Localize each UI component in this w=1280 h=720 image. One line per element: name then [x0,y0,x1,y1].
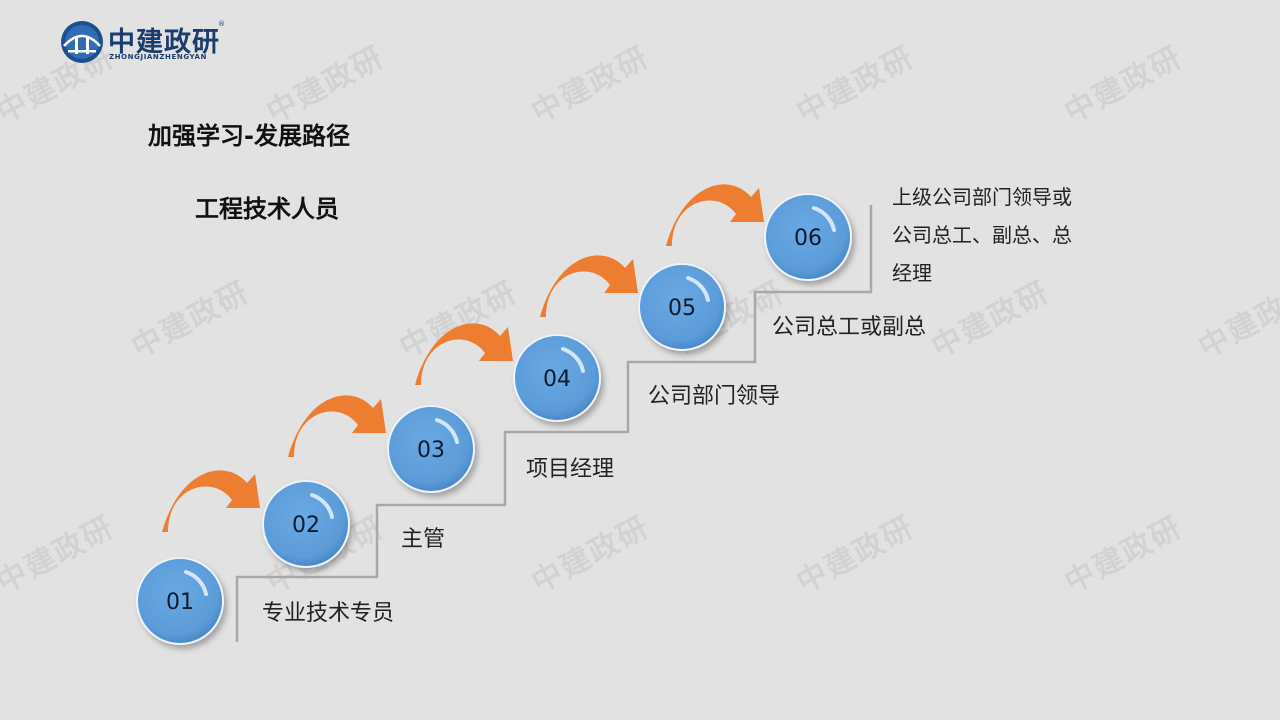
step-label: 项目经理 [526,457,615,482]
step-circle: 02 [262,480,350,568]
arrow-icon [415,323,513,385]
step-label: 上级公司部门领导或公司总工、副总、总经理 [892,185,1072,285]
stair-line [235,205,873,642]
step-number: 02 [292,513,320,538]
logo-registered-mark: ® [218,20,225,28]
logo-name-cn: 中建政研 [108,27,220,58]
step-circle: 04 [513,334,601,422]
step-number: 04 [543,367,571,392]
step-circle: 01 [136,557,224,645]
step-label: 公司总工或副总 [772,315,927,340]
step-number: 06 [794,226,822,251]
company-logo: 中建政研 ® ZHONGJIANZHENGYAN [60,18,240,66]
arrow-icon [162,470,260,532]
step-circle: 03 [387,405,475,493]
step-label: 专业技术专员 [262,601,395,626]
arrow-icon [540,255,638,317]
page-subtitle: 工程技术人员 [195,195,339,223]
step-circle: 06 [764,193,852,281]
step-label: 主管 [401,527,446,552]
page-title: 加强学习-发展路径 [148,122,350,150]
step-circle: 05 [638,263,726,351]
arrow-icon [666,184,764,246]
arrow-icon [288,395,386,457]
logo-emblem-icon [61,21,103,63]
step-number: 03 [417,438,445,463]
logo-name-en: ZHONGJIANZHENGYAN [109,53,208,61]
step-number: 01 [166,590,194,615]
step-number: 05 [668,296,696,321]
step-label: 公司部门领导 [648,384,781,409]
